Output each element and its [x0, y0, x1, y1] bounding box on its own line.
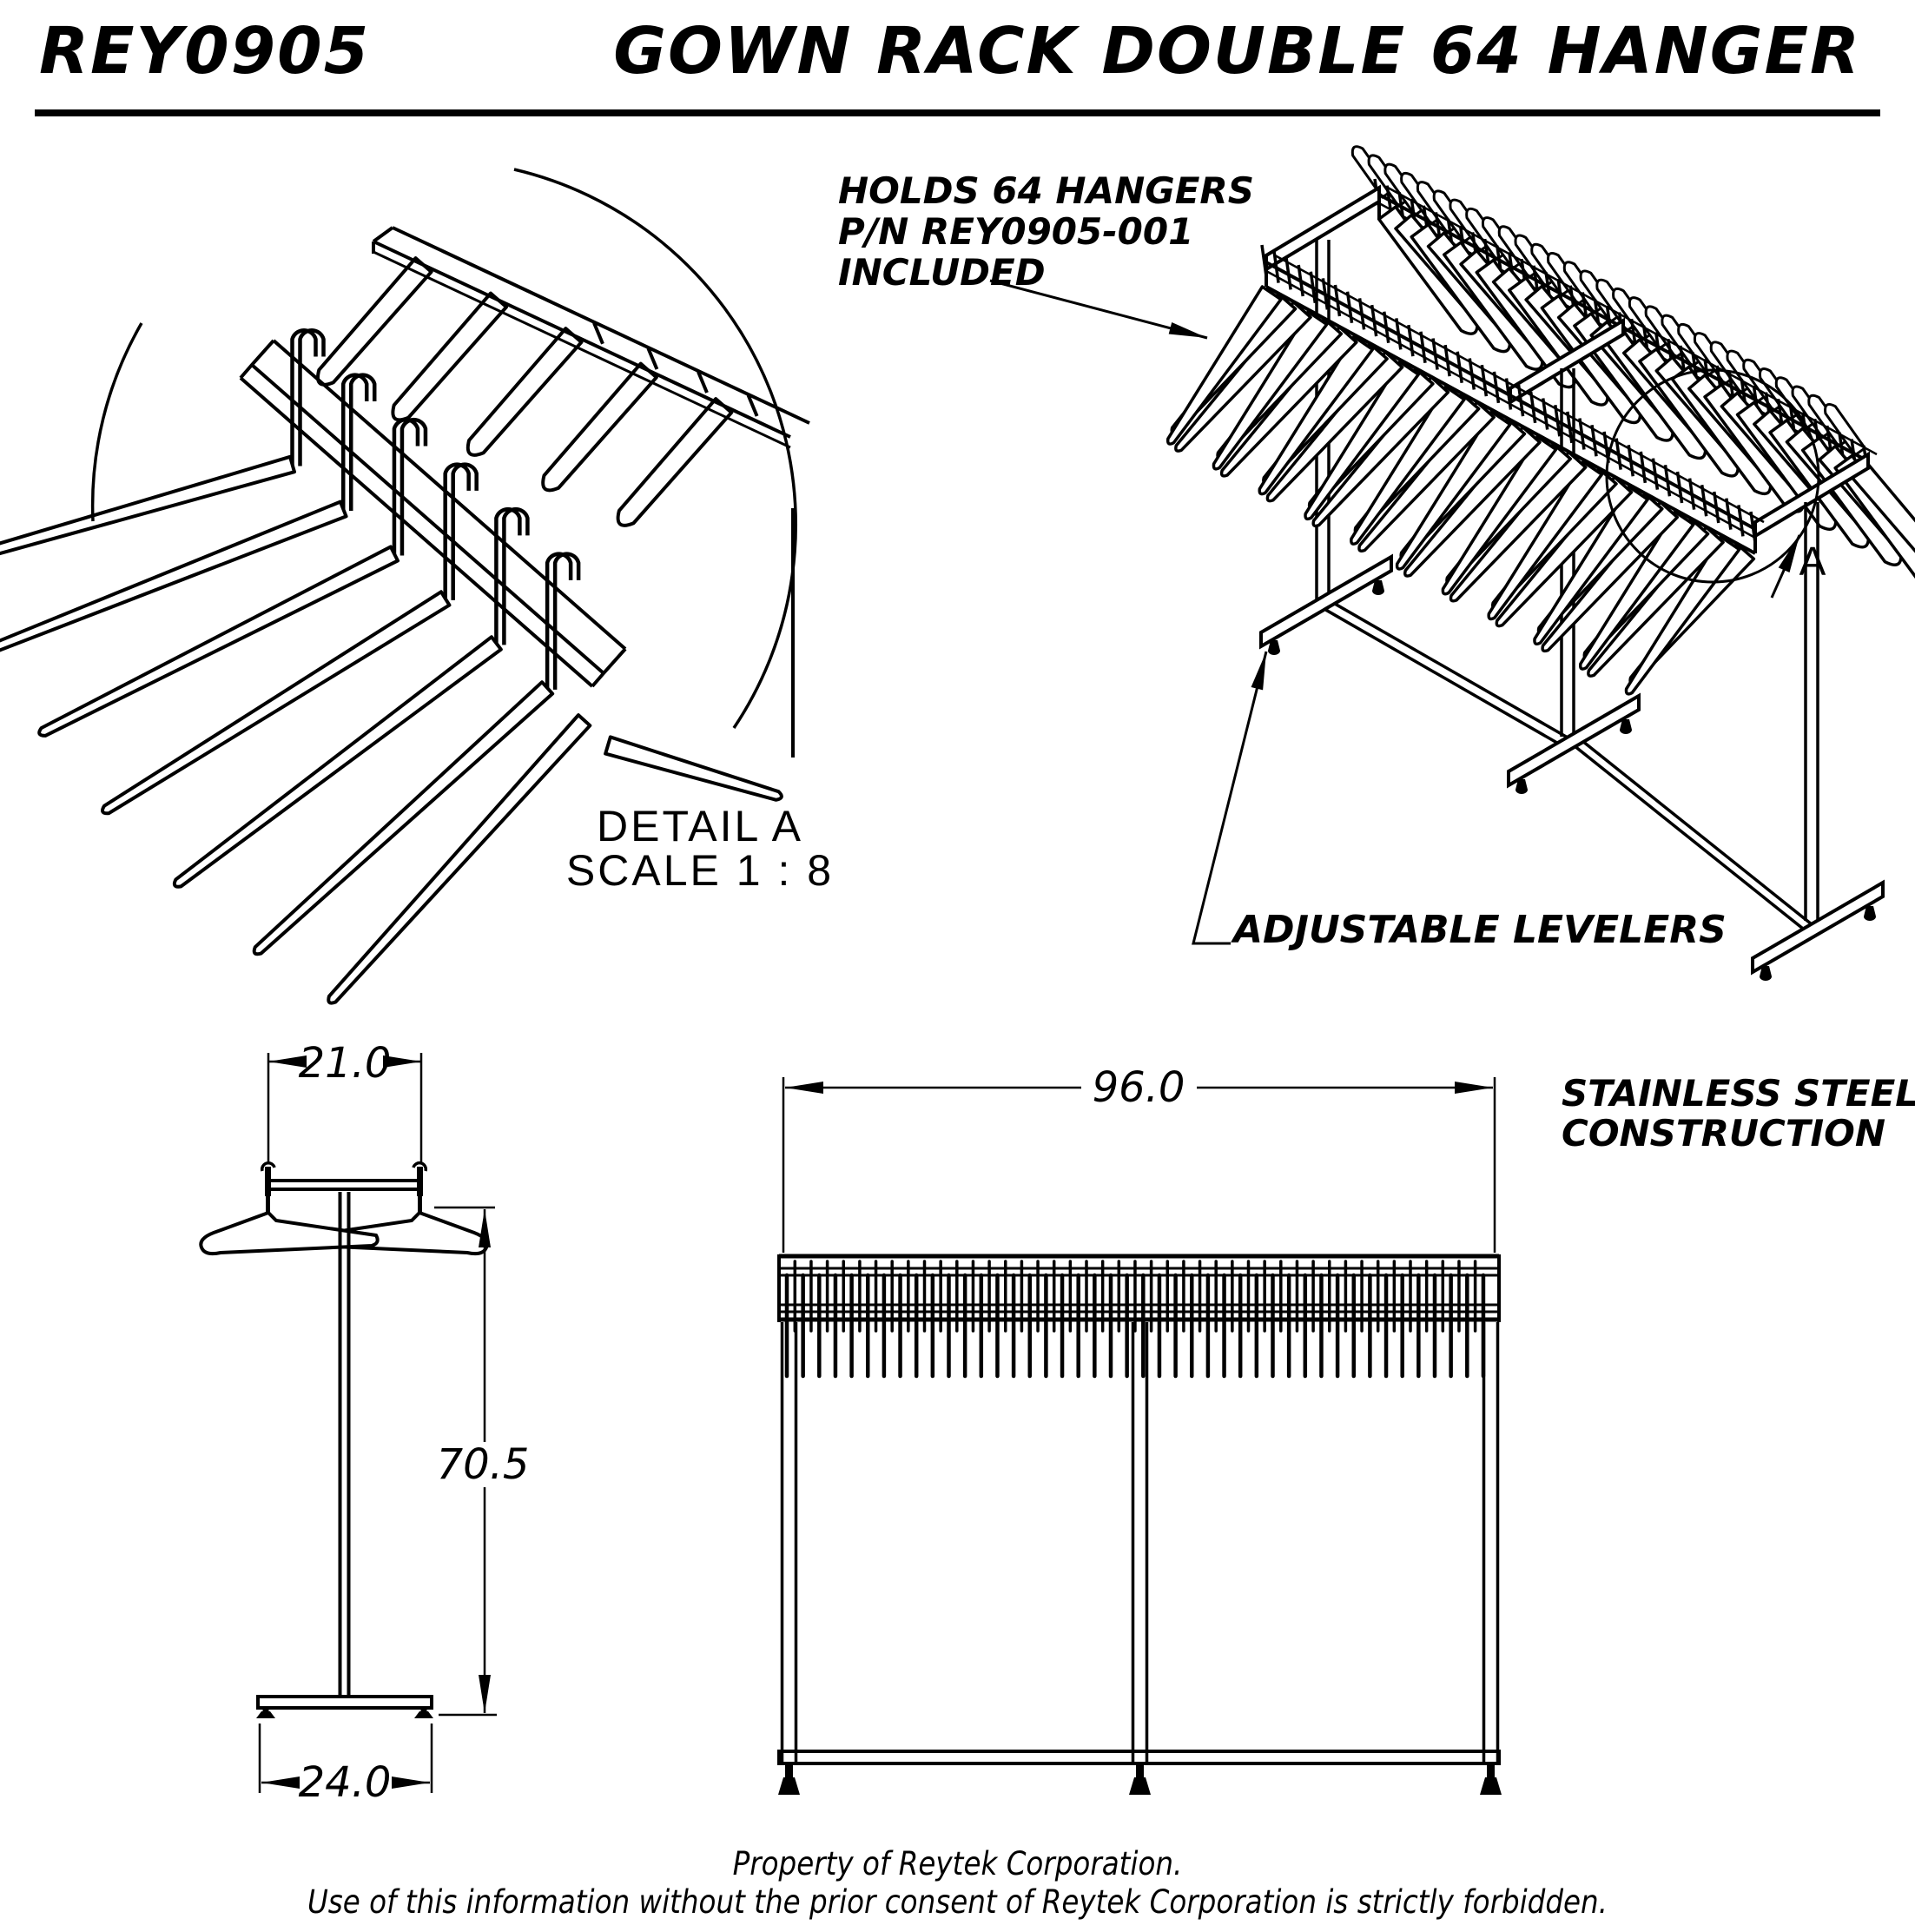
drawing-title: GOWN RACK DOUBLE 64 HANGER: [613, 14, 1861, 89]
detail-a-drawing: [0, 168, 810, 1005]
footer-notice: Property of Reytek Corporation. Use of t…: [115, 1845, 1799, 1921]
dim-rack-length: 96.0: [1092, 1063, 1185, 1112]
footer-line2: Use of this information without the prio…: [307, 1882, 1608, 1921]
hanger-capacity-callout: HOLDS 64 HANGERS P/N REY0905-001 INCLUDE…: [838, 170, 1254, 293]
hanger-capacity-line2: P/N REY0905-001: [838, 210, 1194, 254]
detail-view-label: DETAIL A SCALE 1 : 8: [566, 804, 834, 893]
drawing-part-number: REY0905: [39, 14, 371, 89]
hanger-capacity-line3: INCLUDED: [838, 251, 1046, 294]
dim-hanger-width: 21.0: [298, 1039, 392, 1088]
isometric-drawing: [1166, 145, 1915, 981]
detail-callout-letter: A: [1799, 539, 1826, 584]
detail-label: DETAIL A: [597, 802, 803, 850]
side-view-drawing: [199, 1053, 497, 1793]
material-note: STAINLESS STEEL CONSTRUCTION: [1562, 1072, 1915, 1155]
hanger-capacity-line1: HOLDS 64 HANGERS: [838, 169, 1254, 212]
header-rule: [35, 109, 1880, 116]
material-note-line2: CONSTRUCTION: [1562, 1112, 1885, 1155]
leader-lines: [989, 279, 1268, 945]
material-note-line1: STAINLESS STEEL: [1562, 1072, 1915, 1115]
dim-height: 70.5: [436, 1440, 530, 1489]
detail-scale: SCALE 1 : 8: [565, 846, 835, 895]
dim-base-depth: 24.0: [298, 1758, 392, 1807]
front-view-drawing: [777, 1077, 1502, 1795]
footer-line1: Property of Reytek Corporation.: [732, 1845, 1183, 1882]
leveler-callout: ADJUSTABLE LEVELERS: [1233, 908, 1727, 952]
